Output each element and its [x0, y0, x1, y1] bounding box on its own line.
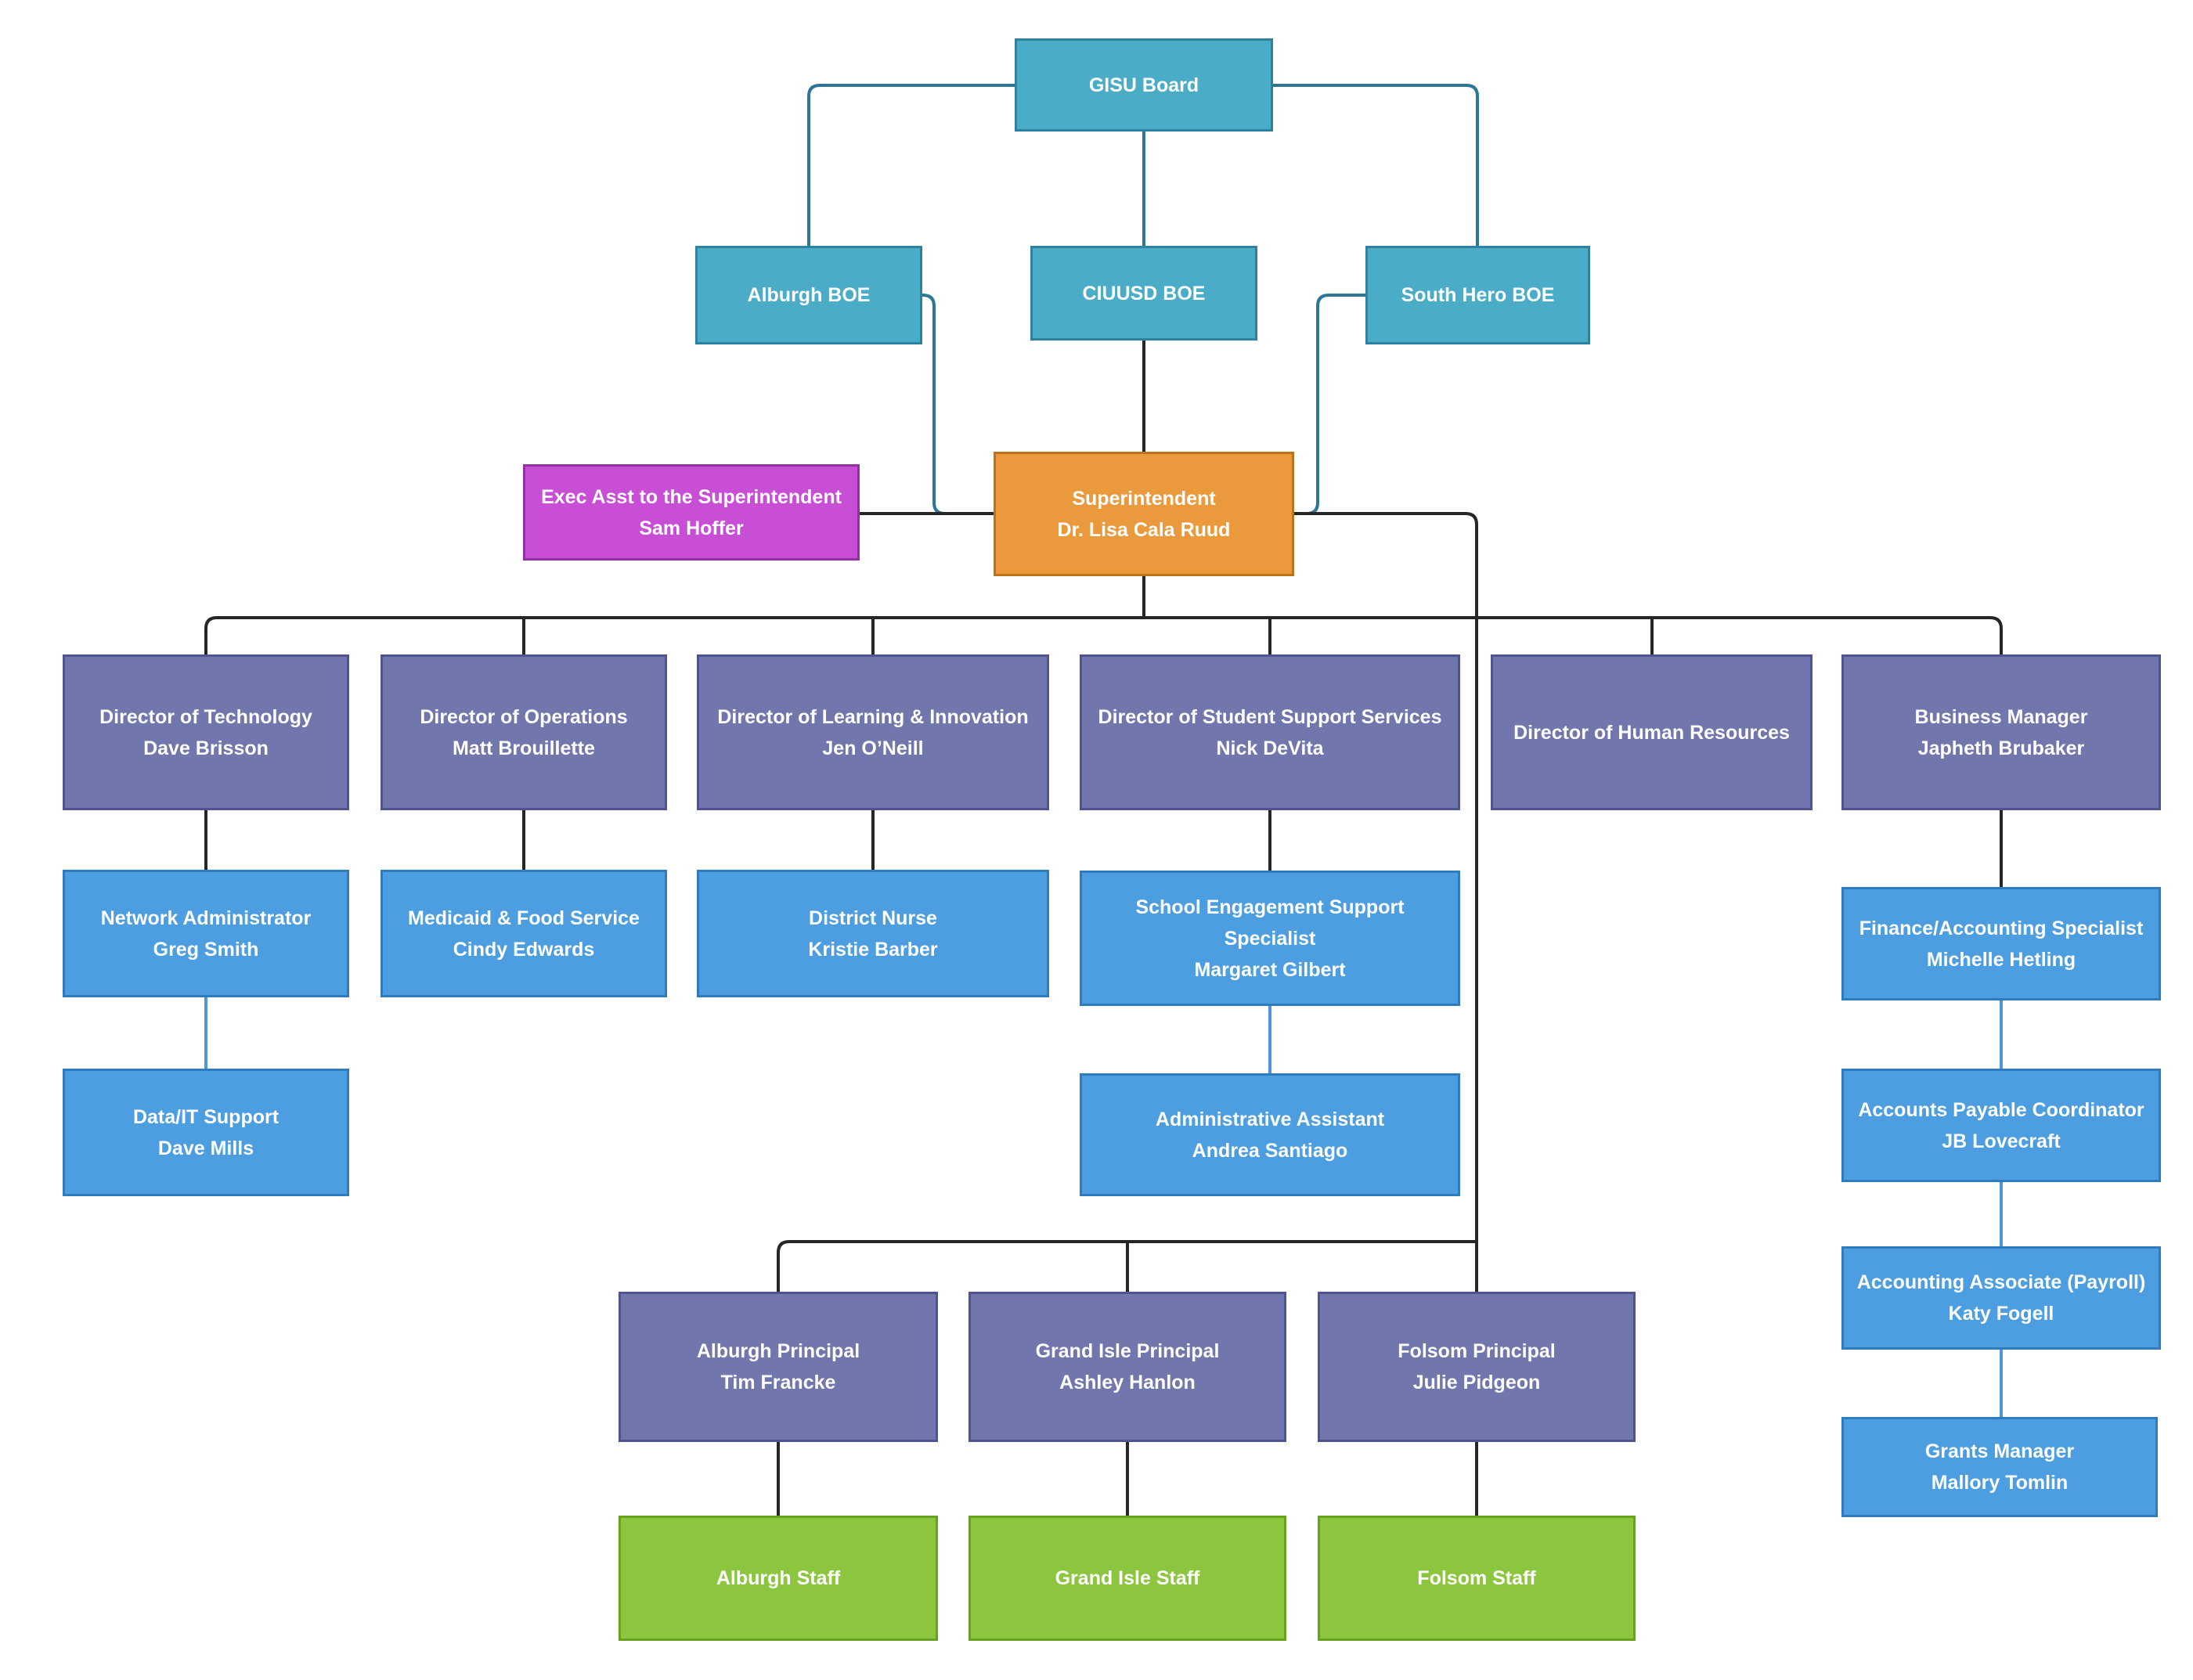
- org-node-school-engagement: School Engagement Support Specialist Mar…: [1080, 871, 1460, 1006]
- node-name: Dave Mills: [157, 1137, 254, 1159]
- org-node-dir-learning: Director of Learning & Innovation Jen O’…: [697, 654, 1049, 810]
- connector-directors-bus: [204, 616, 2003, 654]
- node-title: South Hero BOE: [1401, 284, 1555, 306]
- node-title: Data/IT Support: [132, 1105, 280, 1128]
- node-title: Alburgh Staff: [716, 1567, 841, 1589]
- org-node-finance-specialist: Finance/Accounting Specialist Michelle H…: [1841, 887, 2161, 1000]
- org-node-south-hero-boe: South Hero BOE: [1365, 246, 1590, 344]
- node-title: Folsom Staff: [1417, 1567, 1536, 1589]
- connector-south-hero-boe-superintendent: [1294, 294, 1365, 515]
- org-node-dir-operations: Director of Operations Matt Brouillette: [381, 654, 667, 810]
- node-title: Medicaid & Food Service: [408, 907, 640, 929]
- org-node-grants-manager: Grants Manager Mallory Tomlin: [1841, 1417, 2158, 1517]
- node-title: School Engagement Support Specialist: [1135, 896, 1405, 950]
- connector-principals-bus: [777, 1240, 1477, 1292]
- node-title: Accounting Associate (Payroll): [1856, 1271, 2146, 1293]
- node-name: Japheth Brubaker: [1917, 737, 2085, 759]
- node-name: Margaret Gilbert: [1194, 958, 1346, 981]
- connector-gisu-board-south-hero-boe: [1273, 84, 1479, 246]
- org-node-superintendent: Superintendent Dr. Lisa Cala Ruud: [994, 452, 1294, 576]
- node-title: Finance/Accounting Specialist: [1859, 917, 2144, 939]
- node-name: Nick DeVita: [1216, 737, 1324, 759]
- node-title: Director of Learning & Innovation: [717, 705, 1029, 728]
- node-name: JB Lovecraft: [1942, 1130, 2061, 1152]
- org-node-accounts-payable: Accounts Payable Coordinator JB Lovecraf…: [1841, 1069, 2161, 1182]
- node-title: Alburgh Principal: [696, 1340, 860, 1362]
- org-node-network-admin: Network Administrator Greg Smith: [63, 870, 349, 997]
- connector-alburgh-boe-superintendent: [922, 294, 994, 515]
- node-title: Administrative Assistant: [1155, 1108, 1385, 1130]
- node-title: Grand Isle Staff: [1055, 1567, 1200, 1589]
- org-node-business-manager: Business Manager Japheth Brubaker: [1841, 654, 2161, 810]
- node-title: Director of Student Support Services: [1098, 705, 1442, 728]
- node-name: Andrea Santiago: [1192, 1139, 1348, 1162]
- org-node-folsom-principal: Folsom Principal Julie Pidgeon: [1318, 1292, 1636, 1442]
- org-node-medicaid-food: Medicaid & Food Service Cindy Edwards: [381, 870, 667, 997]
- org-node-data-it: Data/IT Support Dave Mills: [63, 1069, 349, 1196]
- org-node-dir-student-support: Director of Student Support Services Nic…: [1080, 654, 1460, 810]
- org-node-gisu-board: GISU Board: [1015, 38, 1273, 132]
- node-name: Cindy Edwards: [453, 938, 595, 961]
- node-name: Mallory Tomlin: [1931, 1472, 2069, 1494]
- node-title: Director of Technology: [99, 705, 312, 728]
- node-name: Kristie Barber: [808, 938, 938, 961]
- org-node-exec-asst: Exec Asst to the Superintendent Sam Hoff…: [523, 464, 860, 561]
- org-node-folsom-staff: Folsom Staff: [1318, 1516, 1636, 1641]
- node-title: Director of Operations: [420, 705, 628, 728]
- node-title: Exec Asst to the Superintendent: [541, 485, 842, 508]
- node-title: Business Manager: [1914, 705, 2088, 728]
- org-node-admin-assistant: Administrative Assistant Andrea Santiago: [1080, 1073, 1460, 1196]
- node-name: Tim Francke: [720, 1372, 836, 1393]
- org-node-grand-isle-staff: Grand Isle Staff: [968, 1516, 1286, 1641]
- org-node-alburgh-principal: Alburgh Principal Tim Francke: [619, 1292, 938, 1442]
- node-title: Grand Isle Principal: [1035, 1340, 1220, 1362]
- node-name: Dr. Lisa Cala Ruud: [1057, 518, 1231, 541]
- node-title: Alburgh BOE: [747, 284, 871, 306]
- org-node-alburgh-boe: Alburgh BOE: [695, 246, 922, 344]
- node-title: Grants Manager: [1924, 1440, 2075, 1462]
- connector-superintendent-principals-trunk: [1294, 512, 1478, 1292]
- org-node-district-nurse: District Nurse Kristie Barber: [697, 870, 1049, 997]
- node-name: Matt Brouillette: [453, 737, 595, 759]
- node-title: GISU Board: [1088, 74, 1199, 96]
- node-name: Katy Fogell: [1948, 1303, 2054, 1325]
- node-title: Superintendent: [1072, 487, 1216, 510]
- node-title: Folsom Principal: [1398, 1340, 1556, 1362]
- org-node-dir-technology: Director of Technology Dave Brisson: [63, 654, 349, 810]
- org-node-dir-hr: Director of Human Resources: [1491, 654, 1812, 810]
- org-node-grand-isle-principal: Grand Isle Principal Ashley Hanlon: [968, 1292, 1286, 1442]
- node-name: Ashley Hanlon: [1059, 1372, 1196, 1393]
- org-node-ciuusd-boe: CIUUSD BOE: [1030, 246, 1257, 341]
- node-name: Jen O’Neill: [822, 737, 924, 759]
- node-title: District Nurse: [809, 907, 937, 929]
- org-node-accounting-associate: Accounting Associate (Payroll) Katy Foge…: [1841, 1246, 2161, 1350]
- node-title: CIUUSD BOE: [1082, 282, 1206, 305]
- node-title: Accounts Payable Coordinator: [1858, 1098, 2144, 1121]
- node-name: Julie Pidgeon: [1412, 1372, 1541, 1393]
- node-name: Sam Hoffer: [639, 517, 744, 539]
- node-name: Michelle Hetling: [1926, 948, 2076, 971]
- node-title: Network Administrator: [100, 907, 312, 929]
- node-name: Greg Smith: [153, 938, 259, 961]
- node-title: Director of Human Resources: [1513, 721, 1790, 744]
- org-node-alburgh-staff: Alburgh Staff: [619, 1516, 938, 1641]
- node-name: Dave Brisson: [143, 737, 269, 759]
- connector-gisu-board-alburgh-boe: [807, 84, 1015, 246]
